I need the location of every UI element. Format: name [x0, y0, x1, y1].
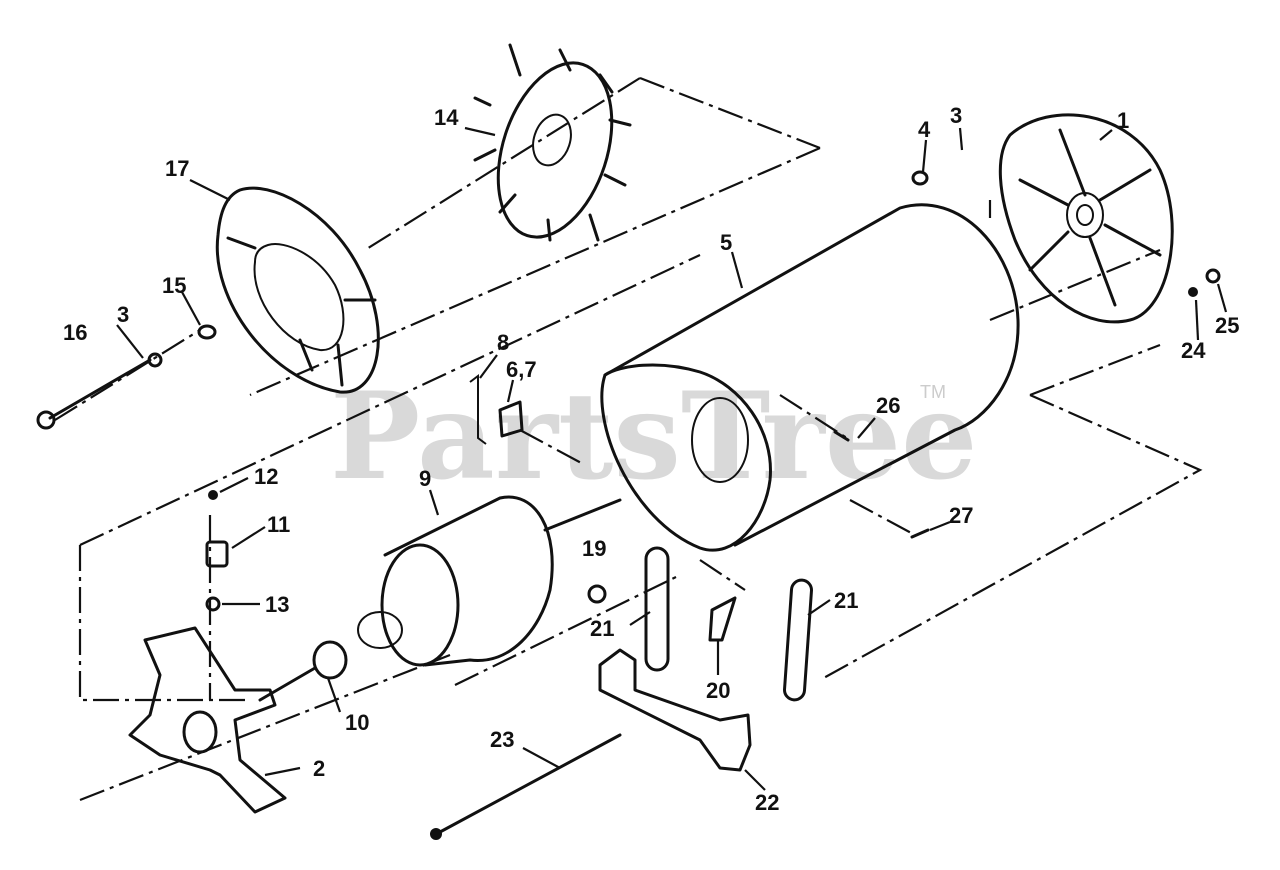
shroud-disc	[215, 186, 380, 394]
callout-part-21-left: 21	[590, 616, 614, 641]
watermark-brand: PartsTree	[330, 366, 977, 507]
callout-part-8: 8	[497, 330, 509, 355]
watermark-trademark: TM	[920, 382, 946, 402]
callout-part-12: 12	[254, 464, 278, 489]
callout-part-2: 2	[313, 756, 325, 781]
callout-part-6-7: 6,7	[506, 357, 537, 382]
callout-part-3-front: 3	[117, 302, 129, 327]
small-hardware	[147, 170, 1221, 642]
callout-part-11: 11	[267, 512, 290, 537]
callout-part-24: 24	[1181, 338, 1206, 363]
callout-part-14: 14	[434, 105, 459, 130]
callout-part-9: 9	[419, 466, 431, 491]
callout-part-21-right: 21	[834, 588, 858, 613]
callout-part-16: 16	[63, 320, 87, 345]
callout-part-26: 26	[876, 393, 900, 418]
callout-part-5: 5	[720, 230, 732, 255]
callout-part-17: 17	[165, 156, 189, 181]
part-callouts: 1 2 3 3 4 5 6,7 8 9 10 11 12 13 14 15 16…	[63, 103, 1239, 815]
callout-part-4: 4	[918, 117, 931, 142]
through-bolt	[430, 733, 622, 840]
leader-lines	[116, 126, 1228, 791]
callout-part-3-end: 3	[950, 103, 962, 128]
callout-part-27: 27	[949, 503, 973, 528]
callout-part-25: 25	[1215, 313, 1239, 338]
foot-bracket	[598, 648, 752, 772]
stator-housing	[600, 203, 1020, 552]
callout-part-22: 22	[755, 790, 779, 815]
watermark: PartsTree TM	[330, 366, 977, 507]
callout-part-10: 10	[345, 710, 369, 735]
fan-impeller	[473, 43, 632, 242]
callout-part-15: 15	[162, 273, 186, 298]
callout-part-13: 13	[265, 592, 289, 617]
callout-part-20: 20	[706, 678, 730, 703]
callout-part-19: 19	[582, 536, 606, 561]
end-bell	[998, 113, 1174, 324]
front-bracket	[128, 626, 287, 814]
rotor-armature	[258, 495, 622, 702]
callout-part-23: 23	[490, 727, 514, 752]
mounting-straps	[644, 546, 813, 702]
callout-part-1: 1	[1117, 108, 1129, 133]
long-bolt	[36, 358, 152, 430]
